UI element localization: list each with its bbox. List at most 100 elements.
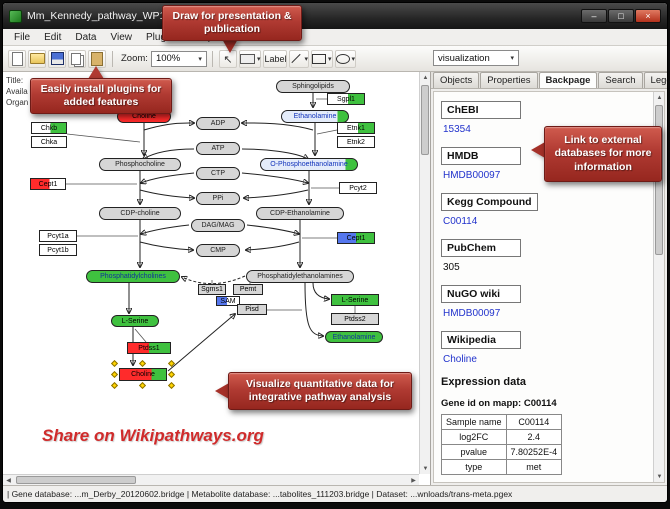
toolbar: Zoom: 100% ▾ ▾Label▾▾▾ visualization ▾ <box>3 46 667 72</box>
scrollbar-thumb[interactable] <box>16 476 136 484</box>
scroll-right-icon[interactable]: ▶ <box>411 478 416 484</box>
pathway-node-l-serine[interactable]: L-Serine <box>111 315 159 327</box>
scroll-left-icon[interactable]: ◀ <box>6 478 11 484</box>
menu-file[interactable]: File <box>14 31 31 43</box>
tab-properties[interactable]: Properties <box>480 72 538 88</box>
selection-handle[interactable] <box>167 370 176 378</box>
label-tool: Label <box>264 53 287 64</box>
callout-plugins: Easily install plugins for added feature… <box>30 78 172 114</box>
pathway-node-cdp-ethanolamine[interactable]: CDP-Ethanolamine <box>256 207 344 220</box>
selection-handle[interactable] <box>110 370 119 378</box>
backpage-link[interactable]: 15354 <box>443 124 471 135</box>
pathway-node-pisd[interactable]: Pisd <box>237 304 267 315</box>
selection-handle[interactable] <box>110 381 119 390</box>
chevron-down-icon: ▾ <box>256 55 261 63</box>
pathway-edges <box>66 93 356 372</box>
pathway-node-etnk2[interactable]: Etnk2 <box>337 136 375 148</box>
ellipse-tool-icon <box>336 54 350 64</box>
pathway-node-cmp[interactable]: CMP <box>196 244 240 257</box>
pathway-node-sphingolipids[interactable]: Sphingolipids <box>276 80 350 93</box>
tab-legend[interactable]: Legend <box>643 72 667 88</box>
selection-handle[interactable] <box>110 359 119 368</box>
callout-draw-arrow-icon <box>222 39 238 53</box>
pathway-node-ptdss2[interactable]: Ptdss2 <box>331 313 379 325</box>
backpage-link[interactable]: C00114 <box>443 216 478 227</box>
canvas-vertical-scrollbar[interactable]: ▲ ▼ <box>419 72 430 474</box>
toolbar-separator <box>112 50 113 67</box>
line-tool-button[interactable]: ▾ <box>289 49 309 68</box>
pathway-node-dag-mag[interactable]: DAG/MAG <box>191 219 245 232</box>
open-folder-button[interactable] <box>28 49 46 68</box>
pathway-node-ctp[interactable]: CTP <box>196 167 240 180</box>
pathway-node-ethanolamine[interactable]: Ethanolamine <box>325 331 383 343</box>
pathway-node-atp[interactable]: ATP <box>196 142 240 155</box>
side-panel-tabs: ObjectsPropertiesBackpageSearchLegend <box>431 72 667 89</box>
rectangle-tool-button[interactable]: ▾ <box>311 49 333 68</box>
scroll-down-icon[interactable]: ▼ <box>656 473 663 480</box>
selection-handle[interactable] <box>167 381 176 390</box>
pathway-node-chkb[interactable]: Chkb <box>31 122 67 134</box>
callout-visualize: Visualize quantitative data for integrat… <box>228 372 412 410</box>
status-bar: | Gene database: ...m_Derby_20120602.bri… <box>3 485 667 502</box>
pathway-node-sam[interactable]: SAM <box>216 296 240 306</box>
pathway-node-sgpl1[interactable]: Sgpl1 <box>327 93 365 105</box>
scroll-up-icon[interactable]: ▲ <box>422 74 429 81</box>
tab-objects[interactable]: Objects <box>433 72 480 88</box>
pathway-node-cept1[interactable]: Cept1 <box>30 178 66 190</box>
datanode-tool-button[interactable]: ▾ <box>238 49 262 68</box>
table-cell: met <box>505 459 563 475</box>
visualization-combobox[interactable]: visualization ▾ <box>433 50 519 66</box>
backpage-link[interactable]: Choline <box>443 354 477 365</box>
pathway-node-chka[interactable]: Chka <box>31 136 67 148</box>
pathway-node-phosphatidylcholines[interactable]: Phosphatidylcholines <box>86 270 180 283</box>
copy-button[interactable] <box>68 49 86 68</box>
pathway-node-pcyt1a[interactable]: Pcyt1a <box>39 230 77 242</box>
menu-view[interactable]: View <box>110 31 132 43</box>
title-bar[interactable]: Mm_Kennedy_pathway_WP1771_45176.gpml –□× <box>3 3 667 29</box>
tab-search[interactable]: Search <box>598 72 643 88</box>
pathway-node-ptdss1[interactable]: Ptdss1 <box>127 342 171 354</box>
pathway-node-phosphatidylethanolamines[interactable]: Phosphatidylethanolamines <box>246 270 354 283</box>
minimize-button[interactable]: – <box>581 9 607 23</box>
scroll-up-icon[interactable]: ▲ <box>656 94 663 101</box>
scrollbar-thumb[interactable] <box>421 85 429 155</box>
pathway-node-pcyt1b[interactable]: Pcyt1b <box>39 244 77 256</box>
maximize-button[interactable]: □ <box>608 9 634 23</box>
pathway-node-pemt[interactable]: Pemt <box>233 284 263 295</box>
pathway-node-cept1[interactable]: Cept1 <box>337 232 375 244</box>
pathway-node-choline[interactable]: Choline <box>119 368 167 381</box>
canvas-horizontal-scrollbar[interactable]: ◀ ▶ <box>3 474 419 485</box>
selection-handle[interactable] <box>167 359 176 368</box>
selection-handle[interactable] <box>138 359 147 368</box>
label-tool-button[interactable]: Label <box>263 49 288 68</box>
pathway-node-ethanolamine[interactable]: Ethanolamine <box>281 110 349 123</box>
pathway-node-sgms1[interactable]: Sgms1 <box>198 284 226 295</box>
pathway-node-ppi[interactable]: PPi <box>196 192 240 205</box>
tab-backpage[interactable]: Backpage <box>538 72 598 88</box>
pathway-node-pcyt2[interactable]: Pcyt2 <box>339 182 377 194</box>
pathway-node-cdp-choline[interactable]: CDP-choline <box>99 207 181 220</box>
save-button[interactable] <box>48 49 66 68</box>
pathway-node-l-serine[interactable]: L-Serine <box>331 294 379 306</box>
pathway-node-adp[interactable]: ADP <box>196 117 240 130</box>
new-file-button[interactable] <box>8 49 26 68</box>
backpage-link[interactable]: HMDB00097 <box>443 170 501 181</box>
backpage-link[interactable]: HMDB00097 <box>443 308 501 319</box>
pathway-node-phosphocholine[interactable]: Phosphocholine <box>99 158 181 171</box>
zoom-combobox[interactable]: 100% ▾ <box>150 50 207 67</box>
pathway-node-o-phosphoethanolamine[interactable]: O-Phosphoethanolamine <box>260 158 358 171</box>
menu-data[interactable]: Data <box>75 31 97 43</box>
menu-bar: FileEditDataViewPluginsHelp <box>3 29 667 46</box>
selection-handle[interactable] <box>138 381 147 390</box>
line-tool-icon <box>290 58 302 59</box>
ellipse-tool-button[interactable]: ▾ <box>334 49 357 68</box>
paste-button[interactable] <box>88 49 106 68</box>
callout-link-arrow-icon <box>531 142 545 158</box>
pathway-node-etnk1[interactable]: Etnk1 <box>337 122 375 134</box>
close-button[interactable]: × <box>635 9 661 23</box>
menu-edit[interactable]: Edit <box>44 31 62 43</box>
scroll-down-icon[interactable]: ▼ <box>422 465 429 472</box>
backpage-section-header: NuGO wiki <box>441 285 521 303</box>
